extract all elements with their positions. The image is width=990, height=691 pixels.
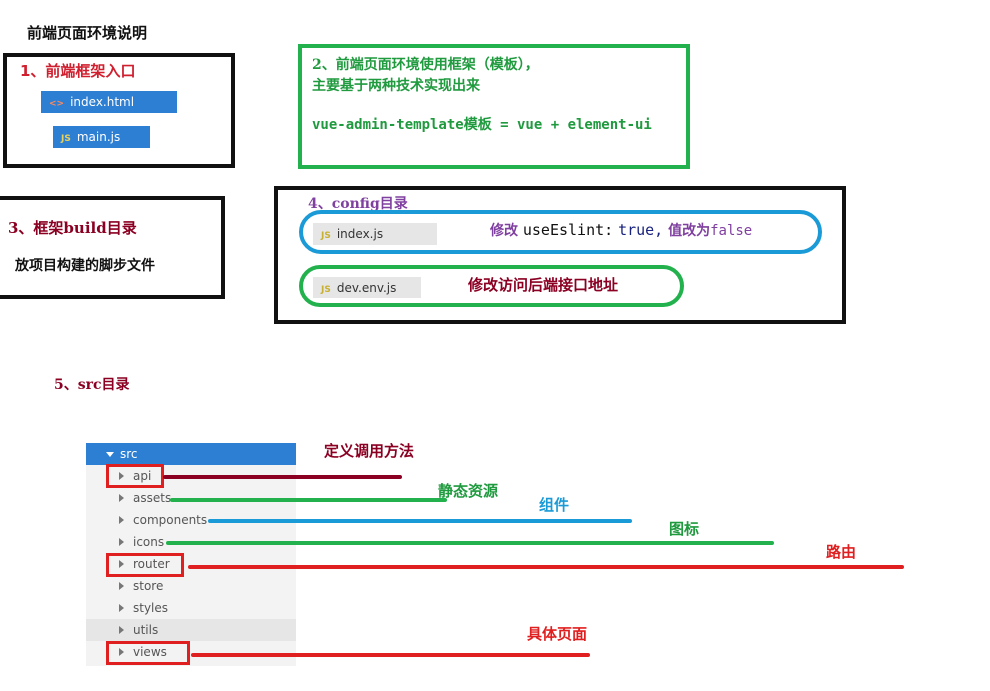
section3-label: 3、框架build目录 [8,219,137,237]
note-false: false [710,223,753,239]
section2-box [298,44,690,169]
tree-label: components [133,513,208,527]
tree-item-styles[interactable]: styles [86,597,296,619]
config-index-note: 修改 useEslint: true, 值改为false [490,220,752,240]
section1-label: 1、前端框架入口 [20,62,136,80]
file-index-html[interactable]: <> index.html [41,91,177,113]
collapse-arrow-icon [119,472,124,480]
section2-line1: 2、前端页面环境使用框架（模板）， [312,57,539,73]
config-index-highlight [299,210,822,254]
tree-label: store [133,579,164,593]
api-annotation: 定义调用方法 [324,442,415,460]
tree-item-api[interactable]: api [86,465,296,487]
file-main-js[interactable]: JS main.js [53,126,150,148]
file-name: index.html [70,95,135,109]
tree-label: styles [133,601,169,615]
components-annotation: 组件 [539,496,570,514]
api-highlight [106,464,164,488]
tree-label: icons [133,535,165,549]
tree-root-src[interactable]: src [86,443,296,465]
js-icon: JS [321,231,331,241]
section4-box [274,186,846,324]
collapse-arrow-icon [119,538,124,546]
tree-label: assets [133,491,172,505]
section5-label: 5、src目录 [54,377,130,393]
section1-box [3,53,235,168]
section3-box [0,196,225,299]
tree-item-router[interactable]: router [86,553,296,575]
tree-label: views [133,645,167,659]
tree-item-icons[interactable]: icons [86,531,296,553]
formula-text: vue-admin-template模板 = vue + element-ui [312,117,652,133]
file-name: dev.env.js [336,281,397,295]
dev-env-note: 修改访问后端接口地址 [468,276,619,294]
html-tag-icon: <> [49,99,65,109]
section3-desc: 放项目构建的脚步文件 [15,258,155,274]
note-prefix: 修改 [490,223,518,239]
tree-label: src [120,447,138,461]
assets-annotation: 静态资源 [438,482,499,500]
tree-item-components[interactable]: components [86,509,296,531]
file-name: main.js [76,130,121,144]
tree-item-assets[interactable]: assets [86,487,296,509]
tree-label: utils [133,623,159,637]
collapse-arrow-icon [119,494,124,502]
router-highlight [106,553,184,577]
router-annotation: 路由 [826,543,857,561]
tree-label: router [133,557,170,571]
tree-item-utils[interactable]: utils [86,619,296,641]
views-annotation: 具体页面 [527,625,588,643]
collapse-arrow-icon [119,516,124,524]
js-icon: JS [61,134,71,144]
tree-label: api [133,469,152,483]
tree-item-store[interactable]: store [86,575,296,597]
collapse-arrow-icon [119,626,124,634]
expand-arrow-icon [106,452,114,457]
tree-item-views[interactable]: views [86,641,296,663]
collapse-arrow-icon [119,648,124,656]
collapse-arrow-icon [119,582,124,590]
note-value: true, [618,221,664,239]
file-dev-env-js[interactable]: JS dev.env.js [313,277,421,298]
file-name: index.js [336,227,384,241]
file-config-index-js[interactable]: JS index.js [313,223,437,245]
section4-label: 4、config目录 [308,196,408,212]
collapse-arrow-icon [119,560,124,568]
page-title: 前端页面环境说明 [27,24,148,42]
note-code: useEslint: [522,221,614,239]
section2-line2: 主要基于两种技术实现出来 [312,78,480,94]
dev-env-highlight [299,265,684,307]
section2-formula: vue-admin-template模板 = vue + element-ui [312,114,652,134]
js-icon: JS [321,285,331,295]
views-highlight [106,641,190,665]
icons-annotation: 图标 [669,520,700,538]
note-suffix: 值改为 [668,223,711,239]
collapse-arrow-icon [119,604,124,612]
